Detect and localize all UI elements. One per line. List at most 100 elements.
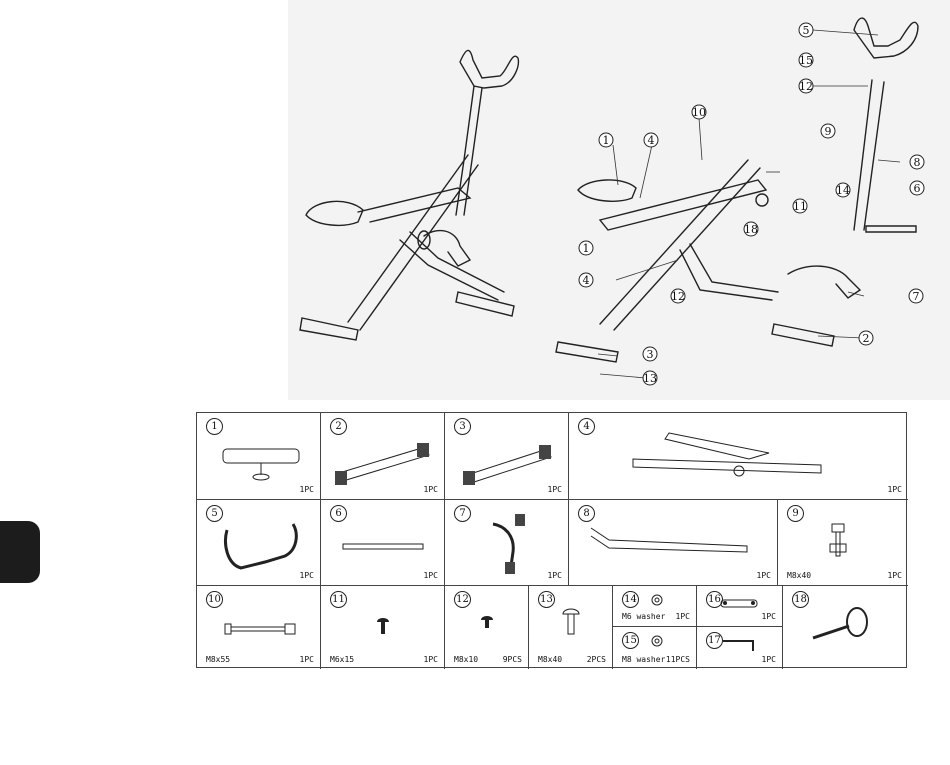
svg-text:7: 7 bbox=[913, 290, 920, 303]
svg-text:4: 4 bbox=[648, 134, 655, 147]
part-quantity: 9PCS bbox=[503, 655, 522, 664]
part-spec: M8x40 bbox=[538, 655, 562, 664]
callout-14: 14 bbox=[836, 183, 850, 197]
part-quantity: 2PCS bbox=[587, 655, 606, 664]
callout-18: 18 bbox=[744, 222, 758, 236]
svg-text:4: 4 bbox=[583, 274, 590, 287]
callout-10: 10 bbox=[692, 105, 706, 119]
part-quantity: 1PC bbox=[300, 485, 314, 494]
exploded-rear-leg bbox=[680, 244, 778, 300]
part-quantity: 1PC bbox=[424, 655, 438, 664]
callout-17: 1 bbox=[579, 241, 593, 255]
assembled-handlebar bbox=[460, 50, 518, 88]
part-cell-5: 5 1PC bbox=[197, 500, 321, 586]
assembled-rear-stabilizer bbox=[456, 292, 514, 316]
assembled-rear-leg bbox=[400, 232, 504, 300]
svg-text:10: 10 bbox=[692, 106, 706, 119]
part-cell-8: 8 1PC bbox=[569, 500, 778, 586]
assembly-illustration: 1 4 5 15 12 10 8 6 9 11 14 18 7 2 3 13 1… bbox=[288, 0, 950, 400]
assembled-foot-rest bbox=[424, 231, 470, 266]
part-quantity: 1PC bbox=[300, 571, 314, 580]
part-cell-4: 4 1PC bbox=[569, 413, 908, 500]
exploded-seat-rail bbox=[600, 180, 766, 230]
part-quantity: 1PC bbox=[888, 485, 902, 494]
callout-3: 3 bbox=[643, 347, 657, 361]
callout-2: 2 bbox=[859, 331, 873, 345]
part-quantity: 1PC bbox=[300, 655, 314, 664]
callout-13: 13 bbox=[643, 371, 657, 385]
part-cell-10: 10 M8x55 1PC bbox=[197, 586, 321, 669]
part-cell-18: 18 bbox=[783, 586, 908, 669]
part-quantity: 1PC bbox=[762, 655, 776, 664]
svg-text:13: 13 bbox=[643, 372, 657, 385]
callout-12a: 12 bbox=[799, 79, 813, 93]
section-tab bbox=[0, 521, 40, 583]
callout-5: 5 bbox=[799, 23, 813, 37]
part-spec: M6 washer bbox=[622, 612, 665, 621]
part-quantity: 1PC bbox=[548, 485, 562, 494]
callout-4: 4 bbox=[644, 133, 658, 147]
part-spec: M8x40 bbox=[787, 571, 811, 580]
callout-12b: 12 bbox=[671, 289, 685, 303]
part-quantity: 1PC bbox=[757, 571, 771, 580]
exploded-handlebar bbox=[854, 18, 918, 58]
callout-11: 11 bbox=[793, 199, 807, 213]
callout-15a: 15 bbox=[799, 53, 813, 67]
svg-text:15: 15 bbox=[799, 54, 813, 67]
part-spec: M8x55 bbox=[206, 655, 230, 664]
seat-rail-part-icon bbox=[569, 500, 778, 586]
exploded-seat bbox=[578, 180, 636, 201]
pop-pin-part-icon bbox=[783, 586, 908, 669]
exploded-pin bbox=[756, 194, 768, 206]
svg-text:14: 14 bbox=[836, 184, 850, 197]
assembled-upright-post bbox=[456, 86, 474, 215]
part-cell-11: 11 M6x15 1PC bbox=[321, 586, 445, 669]
part-quantity: 1PC bbox=[548, 571, 562, 580]
part-cell-7: 7 1PC bbox=[445, 500, 569, 586]
svg-text:1: 1 bbox=[583, 242, 590, 255]
callout-7: 7 bbox=[909, 289, 923, 303]
part-cell-15: 15 M8 washer 11PCS bbox=[613, 627, 697, 669]
exploded-front-stabilizer bbox=[556, 342, 618, 362]
callout-16: 4 bbox=[579, 273, 593, 287]
part-spec: M8 washer bbox=[622, 655, 665, 664]
part-quantity: 11PCS bbox=[666, 655, 690, 664]
exploded-crossbar bbox=[866, 226, 916, 232]
part-cell-2: 2 1PC bbox=[321, 413, 445, 500]
svg-text:3: 3 bbox=[647, 348, 654, 361]
part-quantity: 1PC bbox=[762, 612, 776, 621]
exploded-foot-rest bbox=[788, 266, 860, 298]
svg-text:18: 18 bbox=[744, 223, 758, 236]
svg-text:9: 9 bbox=[825, 125, 832, 138]
part-cell-17: 17 1PC bbox=[697, 627, 783, 669]
svg-text:5: 5 bbox=[803, 24, 810, 37]
callout-1: 1 bbox=[599, 133, 613, 147]
part-cell-14: 14 M6 washer 1PC bbox=[613, 586, 697, 627]
part-spec: M6x15 bbox=[330, 655, 354, 664]
part-cell-13: 13 M8x40 2PCS bbox=[529, 586, 613, 669]
part-cell-16: 16 1PC bbox=[697, 586, 783, 627]
callout-6: 6 bbox=[910, 181, 924, 195]
assembled-seat bbox=[306, 201, 363, 225]
part-cell-1: 1 1PC bbox=[197, 413, 321, 500]
part-spec: M8x10 bbox=[454, 655, 478, 664]
assembled-seat-rail bbox=[358, 188, 470, 222]
svg-text:2: 2 bbox=[863, 332, 870, 345]
svg-text:11: 11 bbox=[793, 200, 807, 213]
assembly-diagram: 1 4 5 15 12 10 8 6 9 11 14 18 7 2 3 13 1… bbox=[288, 0, 950, 400]
svg-text:8: 8 bbox=[914, 156, 921, 169]
part-quantity: 1PC bbox=[424, 485, 438, 494]
part-quantity: 1PC bbox=[888, 571, 902, 580]
exploded-rear-stabilizer bbox=[772, 324, 834, 346]
part-cell-3: 3 1PC bbox=[445, 413, 569, 500]
part-cell-12: 12 M8x10 9PCS bbox=[445, 586, 529, 669]
exploded-upright-post bbox=[854, 80, 884, 230]
parts-list-table: 1 1PC 2 1PC 3 1PC 4 1PC 5 1PC 6 1PC 7 1P… bbox=[196, 412, 907, 668]
svg-text:6: 6 bbox=[914, 182, 921, 195]
callout-8: 8 bbox=[910, 155, 924, 169]
part-cell-6: 6 1PC bbox=[321, 500, 445, 586]
main-frame-part-icon bbox=[569, 413, 908, 500]
svg-text:1: 1 bbox=[603, 134, 610, 147]
part-cell-9: 9 M8x40 1PC bbox=[778, 500, 908, 586]
part-quantity: 1PC bbox=[424, 571, 438, 580]
